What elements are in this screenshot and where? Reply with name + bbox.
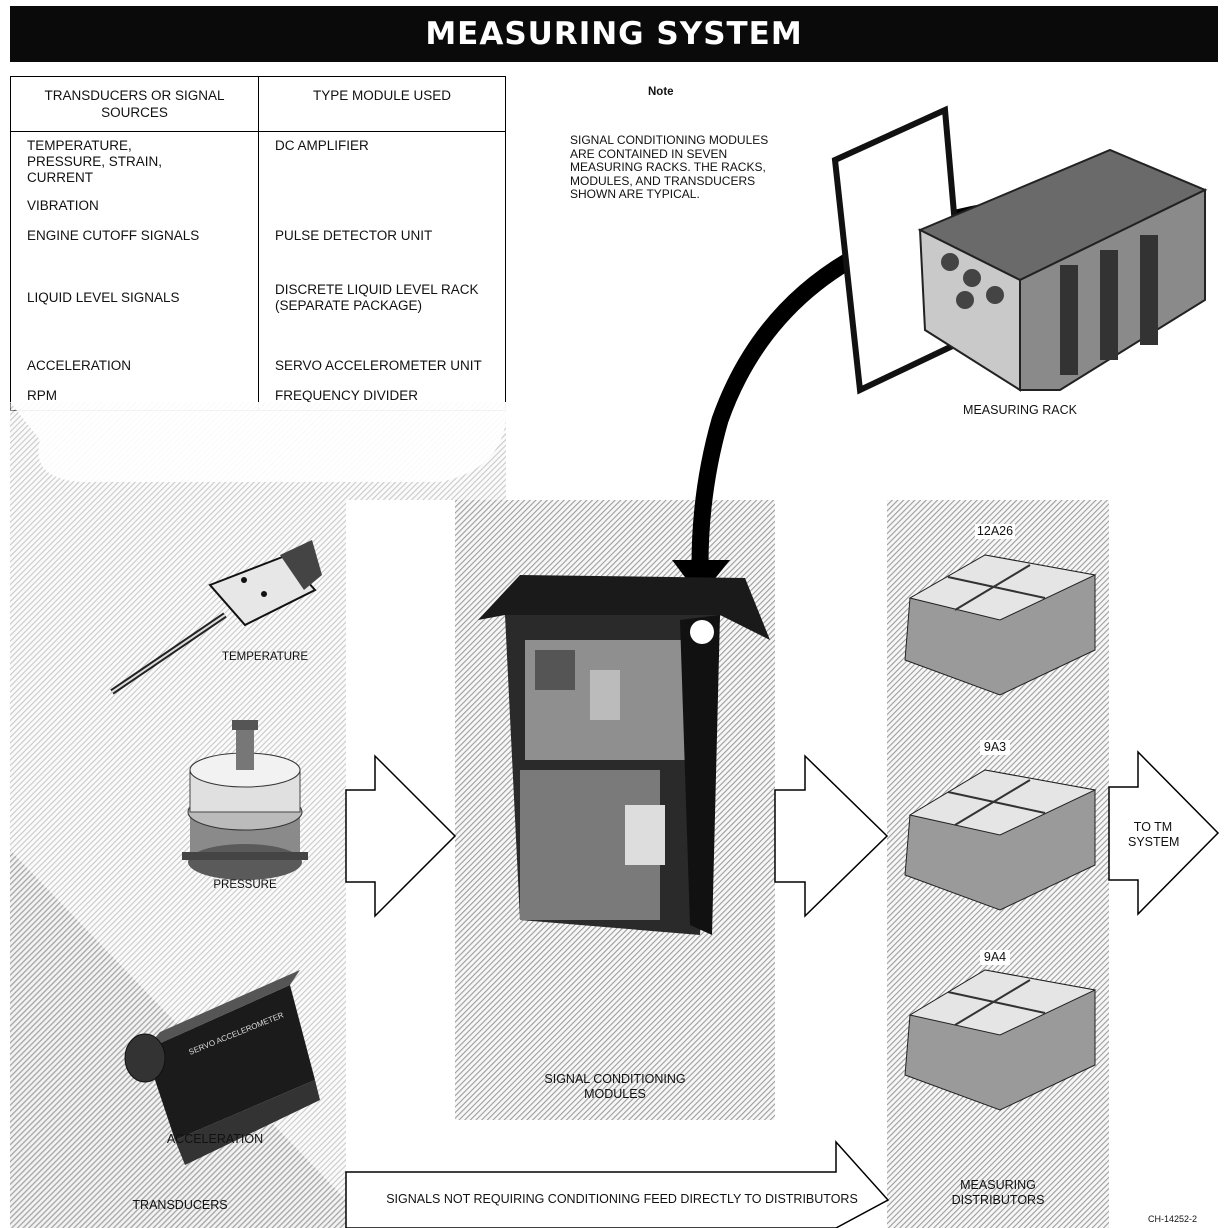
transducers-label: TRANSDUCERS bbox=[120, 1198, 240, 1213]
bypass-arrow-label: SIGNALS NOT REQUIRING CONDITIONING FEED … bbox=[352, 1192, 892, 1206]
distributor-label-9a4: 9A4 bbox=[980, 950, 1010, 965]
arrow-outline bbox=[346, 1142, 888, 1228]
figure-id: CH-14252-2 bbox=[1148, 1214, 1197, 1224]
pressure-label: PRESSURE bbox=[205, 878, 285, 893]
signal-conditioning-label: SIGNAL CONDITIONING MODULES bbox=[525, 1072, 705, 1102]
measuring-distributors-label: MEASURING DISTRIBUTORS bbox=[928, 1178, 1068, 1208]
acceleration-label: ACCELERATION bbox=[160, 1132, 270, 1147]
distributor-label-9a3: 9A3 bbox=[980, 740, 1010, 755]
measuring-rack-illustration bbox=[835, 110, 1205, 390]
distributor-label-12a26: 12A26 bbox=[975, 524, 1015, 539]
measuring-rack-label: MEASURING RACK bbox=[945, 403, 1095, 418]
temperature-label: TEMPERATURE bbox=[205, 650, 325, 665]
arrow-outline bbox=[775, 756, 887, 916]
to-tm-system-label: TO TM SYSTEM bbox=[1128, 820, 1178, 850]
arrow-outline bbox=[346, 756, 455, 916]
